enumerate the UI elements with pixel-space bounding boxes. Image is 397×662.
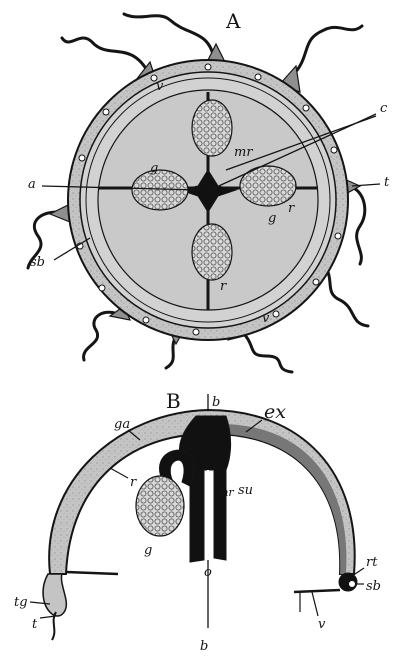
label-g-b: g [144, 543, 152, 558]
label-t-b: t [32, 617, 38, 632]
tentacle-right [354, 188, 365, 264]
gonad-b [136, 476, 184, 536]
marginal-organ [331, 147, 337, 153]
statocyst-right [349, 581, 356, 588]
label-ga: ga [114, 417, 130, 432]
label-v-b: v [318, 617, 326, 632]
label-c: c [380, 101, 388, 116]
gonad-bottom [192, 224, 232, 280]
velum-right [294, 590, 340, 592]
label-tg: tg [14, 595, 28, 610]
tentacle-bottom-left [84, 312, 122, 360]
label-a: a [28, 177, 36, 192]
label-su: su [238, 483, 253, 498]
gonad-top [192, 100, 232, 156]
panel-b: B [14, 389, 381, 654]
label-r-b: r [130, 475, 137, 490]
marginal-organ [79, 155, 85, 161]
label-b-top: b [212, 395, 220, 410]
label-o: o [204, 565, 212, 580]
tentacle-bottom [240, 330, 292, 372]
label-v-top: v [156, 79, 164, 94]
marginal-organ [335, 233, 341, 239]
bulb-left [50, 204, 70, 222]
label-r-bottom: r [220, 279, 227, 294]
panel-b-title: B [166, 389, 181, 413]
label-ex: ex [264, 401, 286, 423]
label-mr: mr [234, 145, 253, 160]
marginal-organ [193, 329, 199, 335]
marginal-organ [99, 285, 105, 291]
label-sb: sb [30, 255, 45, 270]
label-mr-b: mr [218, 486, 234, 499]
tentacle-bulb-left-b [43, 574, 66, 616]
label-sb-b: sb [366, 579, 381, 594]
label-g-left: g [150, 161, 158, 176]
marginal-organ [255, 74, 261, 80]
marginal-organ [205, 64, 211, 70]
marginal-organ [313, 279, 319, 285]
label-rt: rt [366, 555, 378, 570]
panel-a: A [28, 9, 390, 372]
marginal-organ [103, 109, 109, 115]
label-b-bottom: b [200, 639, 208, 654]
tentacle-top [124, 14, 214, 58]
pointer-r-b [110, 468, 128, 478]
label-g-right: g [268, 211, 276, 226]
label-t: t [384, 175, 390, 190]
marginal-organ [273, 311, 279, 317]
panel-a-title: A [225, 9, 241, 33]
tentacle-top-left [62, 38, 148, 72]
label-v-bottom: v [262, 311, 270, 326]
pointer-v-b [312, 592, 318, 616]
tentacle-top-right [292, 26, 362, 76]
marginal-organ [143, 317, 149, 323]
velum-left [66, 572, 118, 574]
marginal-organ [303, 105, 309, 111]
subumbrella-right [220, 424, 346, 574]
label-r: r [288, 201, 295, 216]
